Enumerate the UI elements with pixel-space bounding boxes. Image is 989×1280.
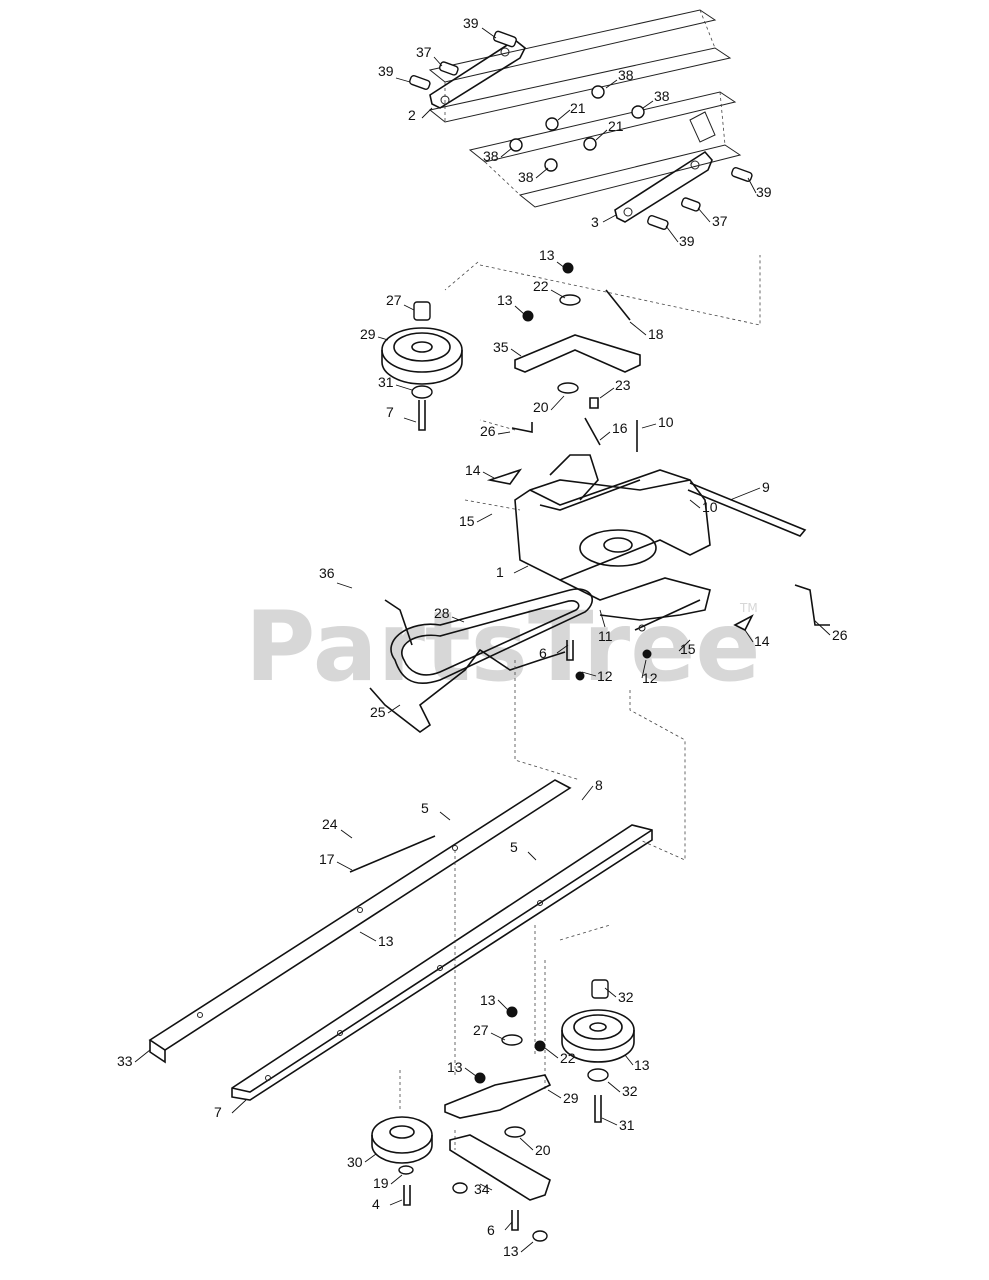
callout-2: 2 xyxy=(408,107,416,123)
callout-38: 38 xyxy=(483,148,499,164)
callout-6: 6 xyxy=(487,1222,495,1238)
leader-lines xyxy=(134,27,831,1253)
callout-13: 13 xyxy=(480,992,496,1008)
callout-13: 13 xyxy=(503,1243,519,1259)
pin-26-left xyxy=(511,422,533,433)
callout-32: 7 xyxy=(214,1104,222,1120)
idler-pulley-upper-left xyxy=(381,301,463,431)
watermark-trademark: TM xyxy=(739,601,758,615)
callout-labels: 39 37 39 38 2 21 38 21 38 38 39 3 37 39 … xyxy=(117,15,848,1259)
fasteners-bottom xyxy=(452,1182,548,1242)
callout-25: 25 xyxy=(370,704,386,720)
callout-27: 32 xyxy=(618,989,634,1005)
callout-38: 38 xyxy=(518,169,534,185)
callout-7: 31 xyxy=(619,1117,635,1133)
belt-28 xyxy=(390,588,593,685)
frame-rail-32-lower xyxy=(231,824,653,1101)
callout-13: 13 xyxy=(539,247,555,263)
callout-13: 13 xyxy=(497,292,513,308)
callout-31: 31 xyxy=(378,374,394,390)
watermark-text: PartsTree xyxy=(245,591,760,703)
callout-34: 34 xyxy=(474,1181,490,1197)
callout-14: 14 xyxy=(754,633,770,649)
callout-19: 19 xyxy=(373,1175,389,1191)
assembly-lines-lower xyxy=(399,850,611,1150)
callout-13: 22 xyxy=(560,1050,576,1066)
callout-24: 24 xyxy=(322,816,338,832)
callout-8: 8 xyxy=(595,777,603,793)
idler-bracket-33 xyxy=(444,1006,552,1119)
callout-26: 26 xyxy=(832,627,848,643)
callout-12: 12 xyxy=(642,670,658,686)
callout-15: 15 xyxy=(459,513,475,529)
bracket-3 xyxy=(614,150,713,223)
shaft-9 xyxy=(687,482,807,537)
callout-18: 18 xyxy=(648,326,664,342)
callout-28: 28 xyxy=(434,605,450,621)
callout-36: 36 xyxy=(319,565,335,581)
pulley-30 xyxy=(371,1116,433,1206)
callout-20: 20 xyxy=(533,399,549,415)
callout-33: 29 xyxy=(563,1090,579,1106)
callout-27: 27 xyxy=(386,292,402,308)
callout-39: 39 xyxy=(378,63,394,79)
hairpin-14 xyxy=(486,468,754,632)
callout-4: 4 xyxy=(372,1196,380,1212)
callout-22: 22 xyxy=(533,278,549,294)
callout-38: 38 xyxy=(654,88,670,104)
idler-pulley-lower-right xyxy=(561,979,635,1123)
callout-35: 35 xyxy=(493,339,509,355)
callout-3: 3 xyxy=(591,214,599,230)
callout-31: 32 xyxy=(622,1083,638,1099)
callout-5: 5 xyxy=(421,800,429,816)
callout-32: 33 xyxy=(117,1053,133,1069)
callout-10: 10 xyxy=(658,414,674,430)
callout-14: 14 xyxy=(465,462,481,478)
callout-21: 21 xyxy=(570,100,586,116)
callout-29: 29 xyxy=(360,326,376,342)
callout-15: 15 xyxy=(680,641,696,657)
callout-26: 26 xyxy=(480,423,496,439)
callout-13: 13 xyxy=(378,933,394,949)
main-bracket-1 xyxy=(514,454,711,681)
callout-39: 39 xyxy=(679,233,695,249)
rod-25 xyxy=(369,599,566,733)
plate-34 xyxy=(449,1126,551,1201)
callout-37: 37 xyxy=(416,44,432,60)
callout-39: 39 xyxy=(756,184,772,200)
callout-7: 7 xyxy=(386,404,394,420)
callout-22: 27 xyxy=(473,1022,489,1038)
spring-17 xyxy=(349,835,436,873)
callout-11: 11 xyxy=(598,628,613,644)
callout-21: 21 xyxy=(608,118,624,134)
callout-12: 12 xyxy=(597,668,613,684)
pin-26-right xyxy=(794,584,830,626)
callout-6: 6 xyxy=(539,645,547,661)
callout-20: 20 xyxy=(535,1142,551,1158)
callout-16: 16 xyxy=(612,420,628,436)
callout-9: 9 xyxy=(762,479,770,495)
callout-23: 23 xyxy=(615,377,631,393)
callout-10: 10 xyxy=(702,499,718,515)
callout-39: 39 xyxy=(463,15,479,31)
callout-38: 38 xyxy=(618,67,634,83)
fasteners-top xyxy=(409,30,753,230)
bracket-2 xyxy=(429,39,527,109)
spring-16 xyxy=(584,417,601,446)
callout-13: 13 xyxy=(447,1059,463,1075)
callout-30: 30 xyxy=(347,1154,363,1170)
callout-29: 13 xyxy=(634,1057,650,1073)
callout-5: 5 xyxy=(510,839,518,855)
callout-1: 1 xyxy=(496,564,504,580)
callout-17: 17 xyxy=(319,851,335,867)
callout-37: 37 xyxy=(712,213,728,229)
assembly-line-upper xyxy=(444,255,761,326)
